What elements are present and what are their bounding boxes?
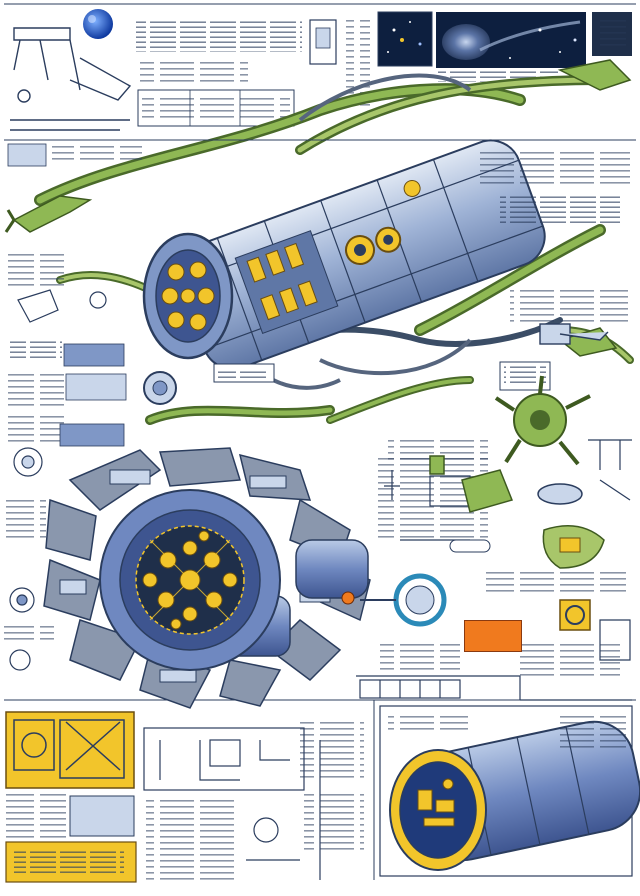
green-turret — [429, 455, 514, 513]
pod-interior — [417, 778, 455, 827]
cutaway-pod-illustration — [379, 705, 640, 877]
top-strip — [0, 0, 640, 140]
capsule-badge — [537, 483, 583, 505]
sheet-footer-title — [372, 880, 638, 894]
orange-label-box — [464, 620, 522, 652]
header-text-block — [136, 18, 302, 127]
bottom-left-panels — [5, 711, 364, 883]
green-manipulator-pod — [494, 375, 591, 466]
planet-thumbnail-icon — [83, 9, 113, 39]
reactor-cluster-illustration — [4, 447, 371, 709]
yellow-ports — [345, 179, 421, 265]
main-ship-illustration — [4, 59, 634, 425]
left-notes-column — [7, 143, 142, 447]
margin-sketches — [520, 439, 632, 701]
claw-arm-left — [4, 59, 632, 357]
nebula-thumbnail-icon — [436, 12, 586, 68]
ring-adapter — [360, 573, 447, 627]
green-shell-module — [542, 525, 605, 569]
wiring-schematic — [143, 727, 321, 880]
gauge-box — [309, 19, 337, 65]
right-notes-column — [213, 148, 630, 466]
corner-frame-sketch — [10, 27, 132, 131]
starfield-thumbnail-icon — [377, 11, 433, 67]
main-hull-cylinder — [177, 139, 546, 370]
schematics-area — [356, 455, 626, 700]
docking-hub — [143, 371, 177, 405]
engine-front-face — [142, 232, 234, 360]
